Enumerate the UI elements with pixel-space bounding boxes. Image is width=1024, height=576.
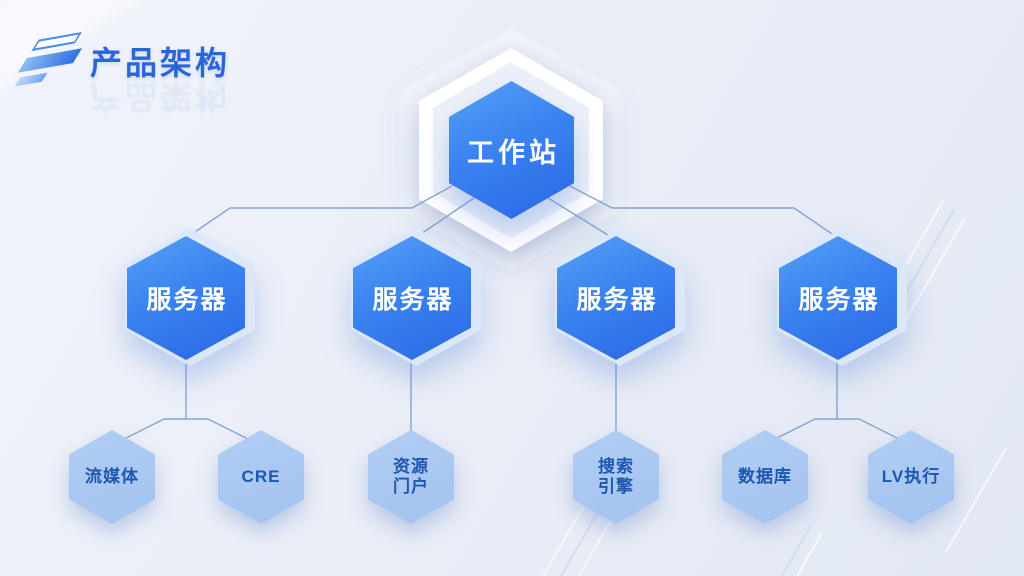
node-database-label: 数据库 bbox=[722, 430, 808, 524]
node-cre-label: CRE bbox=[218, 430, 304, 524]
node-server-4-label: 服务器 bbox=[798, 286, 880, 314]
node-database: 数据库 bbox=[722, 430, 808, 524]
node-resource-portal: 资源 门户 bbox=[368, 430, 454, 524]
node-server-1-label: 服务器 bbox=[146, 286, 228, 314]
node-server-3: 服务器 bbox=[555, 228, 685, 366]
node-search-engine: 搜索 引擎 bbox=[573, 430, 659, 524]
node-resource-portal-label: 资源 门户 bbox=[368, 430, 454, 524]
node-streaming-media-label: 流媒体 bbox=[69, 430, 155, 524]
node-server-1: 服务器 bbox=[125, 228, 255, 366]
connector-root-server3 bbox=[547, 197, 617, 241]
node-workstation-label: 工作站 bbox=[467, 137, 560, 168]
connector-server4-branch bbox=[770, 418, 904, 442]
node-server-4: 服务器 bbox=[777, 228, 907, 366]
node-server-2: 服务器 bbox=[351, 228, 481, 366]
connector-root-server4 bbox=[569, 185, 839, 239]
connector-root-server1 bbox=[185, 185, 453, 239]
node-search-engine-label: 搜索 引擎 bbox=[573, 430, 659, 524]
node-server-3-label: 服务器 bbox=[576, 286, 658, 314]
node-server-2-label: 服务器 bbox=[372, 286, 454, 314]
node-streaming-media: 流媒体 bbox=[69, 430, 155, 524]
node-cre: CRE bbox=[218, 430, 304, 524]
node-workstation: 工作站 bbox=[449, 81, 574, 219]
node-lv-execution: LV执行 bbox=[868, 430, 954, 524]
connector-server1-branch bbox=[119, 418, 253, 442]
node-lv-execution-label: LV执行 bbox=[868, 430, 954, 524]
page-title: 产品架构 bbox=[90, 45, 231, 81]
